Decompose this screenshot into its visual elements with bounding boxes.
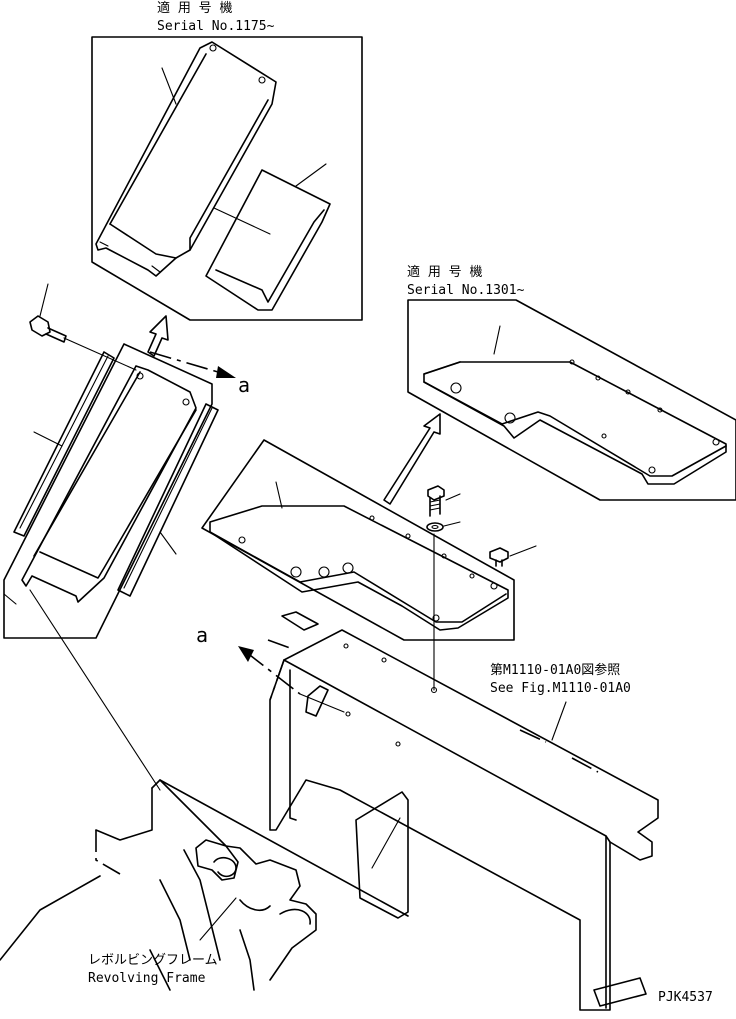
inset-right-label-en: Serial No.1301~ [407, 283, 525, 298]
inset-top-label-en: Serial No.1175~ [157, 19, 275, 34]
frame-label-en: Revolving Frame [88, 971, 206, 986]
left-cover-plate [3, 365, 197, 605]
bolt-icon [29, 283, 137, 371]
inset-top-label-jp: 適 用 号 機 [157, 0, 232, 16]
right-seal-strip [117, 403, 219, 597]
left-assembly: a [3, 283, 250, 791]
inset-right-cover [423, 325, 727, 485]
left-assembly-frame [3, 343, 213, 639]
inset-top-short-cover [205, 163, 331, 311]
reference-label-jp: 第M1110-01A0図参照 [490, 662, 620, 678]
reference-leader [551, 701, 567, 741]
frame-label-jp: レボルビングフレーム [88, 953, 218, 968]
plug-icon [489, 545, 537, 567]
main-hidden-edge [267, 639, 291, 649]
inset-top-long-cover [95, 41, 277, 277]
view-label-a-top: a [238, 373, 250, 397]
leader-to-frame [29, 589, 161, 791]
middle-assembly [201, 439, 537, 691]
main-bracket-top [281, 611, 319, 631]
middle-cover-plate [209, 481, 509, 631]
inset-top-frame [91, 36, 363, 321]
view-arrow-a-top [149, 351, 236, 378]
view-arrow-a-bottom [238, 646, 345, 713]
view-label-a-bottom: a [196, 623, 208, 647]
reference-label-en: See Fig.M1110-01A0 [490, 681, 631, 696]
revolving-frame [0, 779, 409, 991]
drawing-code: PJK4537 [658, 990, 713, 1005]
main-box [269, 629, 659, 1011]
left-seal-strip [13, 351, 115, 537]
bolt-washer-icon [426, 485, 461, 691]
inset-right-frame [407, 299, 736, 501]
main-structure: a [196, 611, 659, 1011]
arrow-to-right-inset [383, 413, 441, 505]
arrow-to-top-inset [147, 315, 169, 357]
inset-right-label-jp: 適 用 号 機 [407, 264, 482, 280]
inset-top: 適 用 号 機 Serial No.1175~ [91, 0, 363, 321]
inset-right: 適 用 号 機 Serial No.1301~ [407, 264, 736, 501]
middle-assembly-frame [201, 439, 515, 641]
